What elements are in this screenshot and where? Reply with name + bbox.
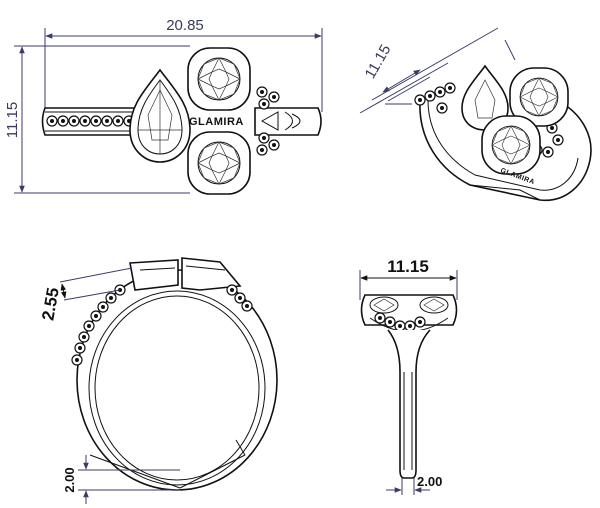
- front-width-dim: 11.15: [387, 257, 429, 276]
- top-height-dim: 11.15: [4, 102, 21, 138]
- iso-dim: 11.15: [362, 42, 395, 82]
- top-width-dim: 20.85: [166, 17, 204, 34]
- top-view: 20.85 11.15: [4, 17, 323, 195]
- front-band-dim: 2.00: [417, 474, 442, 489]
- brand-mark-top: GLAMIRA: [189, 116, 244, 128]
- iso-view: 11.15 GLAMIRA: [359, 27, 592, 202]
- side-shoulder-dim: 2.55: [38, 286, 62, 322]
- side-band-dim: 2.00: [62, 467, 77, 492]
- side-view: 2.55 2.00: [38, 257, 278, 504]
- front-view: 11.15 2.00: [359, 257, 458, 495]
